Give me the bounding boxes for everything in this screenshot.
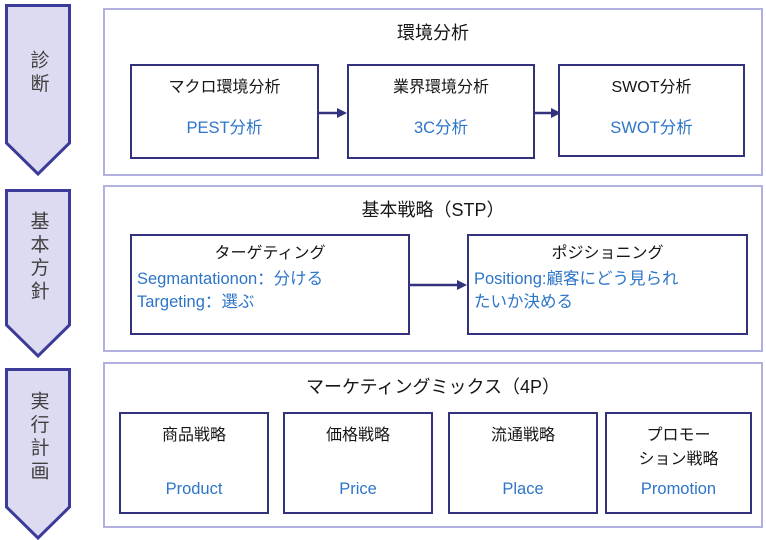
box-subtext: Place [502, 480, 544, 498]
box-targeting: ターゲティング Segmantationon：分ける Targeting：選ぶ [130, 234, 410, 335]
stage-arrow-execution-plan: 実行計画 [5, 368, 71, 540]
box-heading: マクロ環境分析 [168, 79, 281, 96]
section-basic-strategy-stp: 基本戦略（STP） ターゲティング Segmantationon：分ける Tar… [103, 185, 763, 352]
box-subtext-line: Targeting：選ぶ [137, 293, 255, 312]
box-subtext: Price [339, 480, 377, 498]
box-heading: 業界環境分析 [392, 79, 489, 96]
box-heading-line: プロモー [646, 427, 711, 444]
box-subtext: 3C分析 [413, 119, 469, 137]
down-pennant-shape [5, 4, 71, 176]
box-price-strategy: 価格戦略 Price [283, 412, 433, 514]
section-title: マーケティングミックス（4P） [305, 377, 561, 397]
box-subtext-line: Segmantationon：分ける [137, 270, 324, 288]
box-product-strategy: 商品戦略 Product [119, 412, 269, 514]
arrow-right-icon [319, 107, 347, 119]
stage-arrow-diagnosis: 診断 [5, 4, 71, 176]
box-subtext: Promotion [640, 480, 717, 498]
box-swot-analysis: SWOT分析 SWOT分析 [558, 64, 745, 157]
box-industry-environment: 業界環境分析 3C分析 [347, 64, 535, 159]
section-marketing-mix-4p: マーケティングミックス（4P） 商品戦略 Product 価格戦略 Price … [103, 362, 763, 528]
box-subtext: PEST分析 [186, 119, 263, 137]
box-place-strategy: 流通戦略 Place [448, 412, 598, 514]
section-title: 基本戦略（STP） [361, 200, 505, 220]
stage-label-execution-plan: 実行計画 [27, 391, 49, 484]
box-promotion-strategy: プロモーション戦略 Promotion [605, 412, 752, 514]
section-title: 環境分析 [397, 23, 469, 43]
arrow-right-icon [535, 107, 561, 119]
section-environment-analysis: 環境分析 マクロ環境分析 PEST分析 業界環境分析 3C分析 SWOT分析 S… [103, 8, 763, 176]
stage-arrow-basic-policy: 基本方針 [5, 189, 71, 358]
box-heading: プロモーション戦略 [638, 424, 718, 472]
stage-label-diagnosis: 診断 [27, 50, 49, 97]
box-macro-environment: マクロ環境分析 PEST分析 [130, 64, 319, 159]
box-subtext: Product [165, 480, 223, 498]
down-pennant-shape [5, 368, 71, 540]
box-heading: 商品戦略 [161, 427, 226, 444]
box-subtext-line: Positiong:顧客にどう見られ [474, 270, 679, 288]
box-heading: 流通戦略 [490, 427, 555, 444]
stage-label-basic-policy: 基本方針 [27, 210, 49, 304]
box-heading: ターゲティング [214, 245, 326, 262]
box-heading: ポジショニング [551, 245, 664, 262]
box-subtext: SWOT分析 [610, 119, 693, 137]
box-subtext-line: たいか決める [474, 293, 573, 312]
box-heading: SWOT分析 [611, 79, 692, 96]
box-positioning: ポジショニング Positiong:顧客にどう見られ たいか決める [467, 234, 748, 335]
box-heading-line: ション戦略 [638, 451, 719, 468]
arrow-right-icon [410, 279, 467, 291]
down-pennant-shape [5, 189, 71, 358]
box-heading: 価格戦略 [325, 427, 390, 444]
